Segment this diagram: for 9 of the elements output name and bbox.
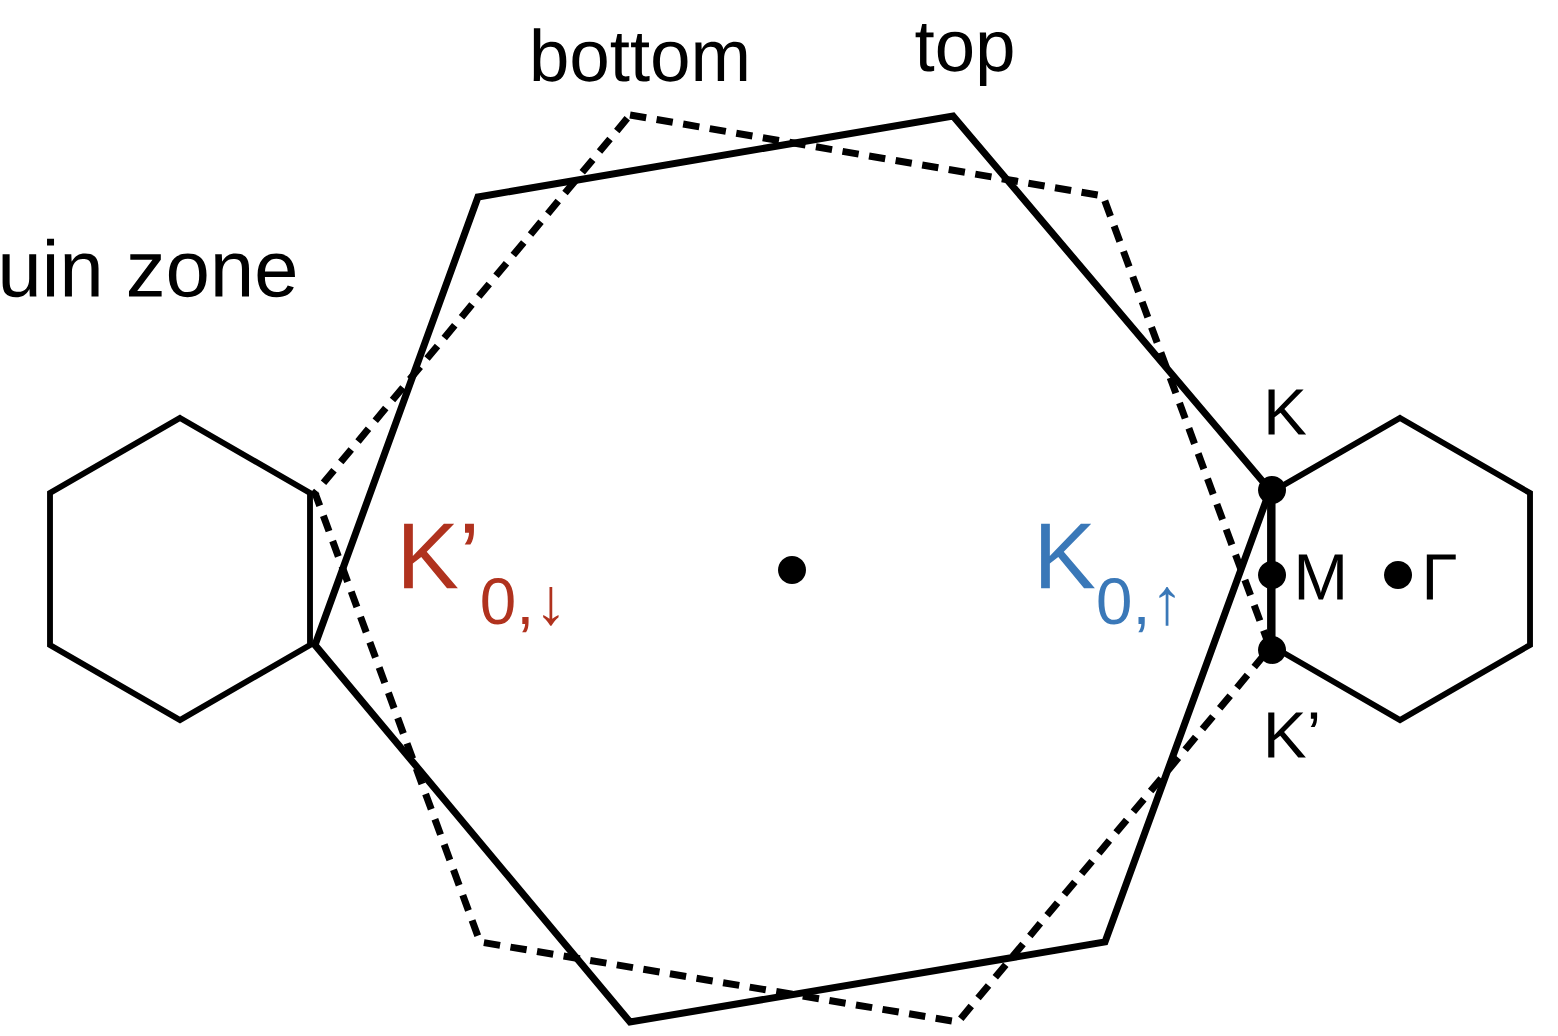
label: K’ xyxy=(1268,712,1318,758)
label: bottom xyxy=(533,28,747,82)
label: K’$_{0,↓}$ xyxy=(404,523,559,633)
label: uin zone xyxy=(2,238,295,298)
label: M xyxy=(1298,554,1343,600)
label: Γ xyxy=(1426,554,1456,600)
label: K$_{0,↑}$ xyxy=(1041,523,1175,633)
label: K xyxy=(1268,389,1307,435)
label: top xyxy=(915,23,1013,86)
